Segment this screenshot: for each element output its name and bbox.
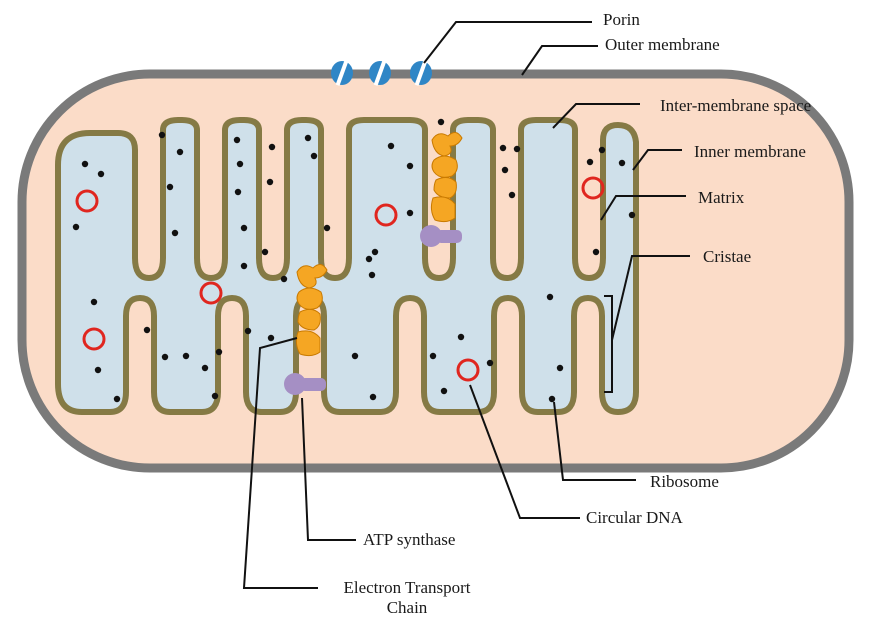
ribosome-dot [167, 184, 173, 190]
ribosome-dot [162, 354, 168, 360]
ribosome-dot [369, 272, 375, 278]
ribosome-dot [212, 393, 218, 399]
label-ribosome: Ribosome [650, 472, 719, 492]
ribosome-dot [82, 161, 88, 167]
ribosome-dot [241, 225, 247, 231]
ribosome-dot [370, 394, 376, 400]
ribosome-dot [172, 230, 178, 236]
ribosome-dot [407, 210, 413, 216]
ribosome-dot [241, 263, 247, 269]
label-cristae: Cristae [703, 247, 751, 267]
ribosome-dot [202, 365, 208, 371]
ribosome-dot [557, 365, 563, 371]
ribosome-dot [352, 353, 358, 359]
ribosome-dot [502, 167, 508, 173]
ribosome-dot [73, 224, 79, 230]
ribosome-dot [159, 132, 165, 138]
ribosome-dot [245, 328, 251, 334]
ribosome-dot [91, 299, 97, 305]
ribosome-dot [95, 367, 101, 373]
ribosome-dot [268, 335, 274, 341]
ribosome-dot [237, 161, 243, 167]
ribosome-dot [587, 159, 593, 165]
ribosome-dot [407, 163, 413, 169]
label-etc: Electron Transport Chain [322, 578, 492, 618]
ribosome-dot [500, 145, 506, 151]
ribosome-dot [487, 360, 493, 366]
label-intermembrane-space: Inter-membrane space [660, 96, 811, 116]
label-etc-line2: Chain [322, 598, 492, 618]
ribosome-dot [458, 334, 464, 340]
ribosome-dot [372, 249, 378, 255]
ribosome-dot [262, 249, 268, 255]
ribosome-dot [430, 353, 436, 359]
ribosome-dot [547, 294, 553, 300]
leader-porin [424, 22, 592, 63]
ribosome-dot [514, 146, 520, 152]
ribosome-dot [438, 119, 444, 125]
ribosome-dot [235, 189, 241, 195]
ribosome-dot [619, 160, 625, 166]
ribosome-dot [234, 137, 240, 143]
label-matrix: Matrix [698, 188, 744, 208]
ribosome-dot [281, 276, 287, 282]
ribosome-dot [114, 396, 120, 402]
ribosome-dot [441, 388, 447, 394]
label-etc-line1: Electron Transport [322, 578, 492, 598]
label-inner-membrane: Inner membrane [694, 142, 806, 162]
ribosome-dot [388, 143, 394, 149]
label-circular-dna: Circular DNA [586, 508, 683, 528]
ribosome-dot [98, 171, 104, 177]
ribosome-dot [183, 353, 189, 359]
ribosome-dot [599, 147, 605, 153]
ribosome-dot [177, 149, 183, 155]
ribosome-dot [366, 256, 372, 262]
ribosome-dot [324, 225, 330, 231]
label-porin: Porin [603, 10, 640, 30]
ribosome-dot [629, 212, 635, 218]
ribosome-dot [144, 327, 150, 333]
ribosome-dot [305, 135, 311, 141]
label-outer-membrane: Outer membrane [605, 35, 720, 55]
ribosome-dot [267, 179, 273, 185]
ribosome-dot [593, 249, 599, 255]
ribosome-dot [311, 153, 317, 159]
ribosome-dot [509, 192, 515, 198]
porin-group [331, 60, 432, 86]
label-atp-synthase: ATP synthase [363, 530, 455, 550]
ribosome-dot [216, 349, 222, 355]
ribosome-dot [269, 144, 275, 150]
ribosome-dot [549, 396, 555, 402]
